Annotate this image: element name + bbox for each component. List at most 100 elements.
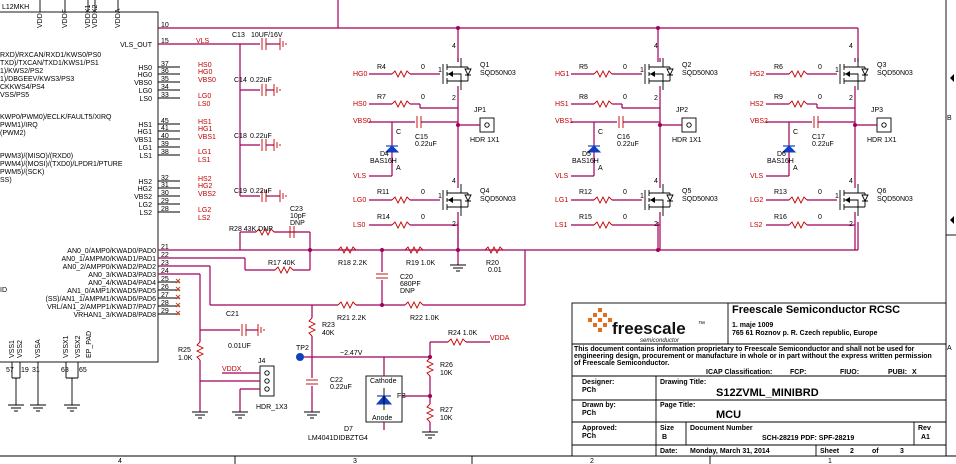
svg-text:R16: R16: [774, 214, 787, 221]
svg-text:FIUO:: FIUO:: [840, 369, 859, 376]
svg-text:R26: R26: [440, 362, 453, 369]
svg-text:Q3: Q3: [877, 62, 886, 69]
svg-text:R11: R11: [377, 189, 389, 196]
pin-name: LS0: [140, 96, 153, 103]
svg-text:BAS16H: BAS16H: [572, 158, 599, 165]
svg-text:PWM4)/(MOSI)/(TXD0)/LPDR1/PTUR: PWM4)/(MOSI)/(TXD0)/LPDR1/PTURE: [0, 161, 123, 168]
svg-text:VSSX1: VSSX1: [63, 335, 70, 358]
pin-name: VLS_OUT: [120, 42, 153, 49]
svg-text:C23: C23: [290, 206, 303, 213]
svg-text:1: 1: [835, 67, 839, 74]
svg-text:Q2: Q2: [682, 62, 691, 69]
svg-text:SQD50N03: SQD50N03: [682, 196, 718, 203]
svg-text:VDDA: VDDA: [490, 335, 510, 342]
svg-text:R20: R20: [486, 260, 499, 267]
pin-number: 32: [161, 175, 169, 182]
svg-text:LS2: LS2: [750, 222, 763, 229]
svg-text:D5: D5: [582, 151, 591, 158]
svg-text:C14: C14: [234, 77, 247, 84]
svg-text:HDR 1X1: HDR 1X1: [867, 137, 897, 144]
svg-text:0: 0: [623, 189, 627, 196]
svg-text:2: 2: [654, 95, 658, 102]
drawing-title: S12ZVML_MINIBRD: [716, 387, 819, 399]
svg-text:4: 4: [452, 178, 456, 185]
svg-text:LG0: LG0: [353, 197, 366, 204]
svg-text:R22 1.0K: R22 1.0K: [410, 315, 440, 322]
svg-text:R8: R8: [579, 94, 588, 101]
pin-number: 26: [161, 284, 169, 291]
svg-text:LG2: LG2: [198, 207, 211, 214]
svg-text:10UF/16V: 10UF/16V: [251, 32, 283, 39]
pin-vdd: VDD: [37, 13, 44, 28]
svg-text:PWM5)/(SCK): PWM5)/(SCK): [0, 169, 44, 176]
svg-text:VBS1: VBS1: [555, 118, 573, 125]
j4-header: J4 HDR_1X3 VDDX: [200, 358, 288, 419]
svg-text:2: 2: [452, 95, 456, 102]
svg-text:765 61 Roznov p. R. Czech repu: 765 61 Roznov p. R. Czech republic, Euro…: [732, 330, 878, 337]
mosfet-q2: [644, 58, 674, 90]
svg-text:65: 65: [79, 367, 87, 374]
svg-text:Cathode: Cathode: [370, 378, 397, 385]
r17: R17 40K: [158, 250, 311, 275]
svg-text:KWP0/PWM0)/ECLK/FAULT5/XIRQ: KWP0/PWM0)/ECLK/FAULT5/XIRQ: [0, 114, 112, 121]
svg-text:PUBI:: PUBI:: [888, 369, 907, 376]
svg-text:C15: C15: [415, 134, 428, 141]
svg-text:R21 2.2K: R21 2.2K: [337, 315, 367, 322]
r23: R23 40K: [307, 305, 335, 357]
svg-text:1)/KWS2/PS2: 1)/KWS2/PS2: [0, 68, 43, 75]
pin-name: HG1: [138, 129, 153, 136]
svg-text:19: 19: [21, 367, 29, 374]
c18: C18 0.22uF: [234, 133, 281, 151]
left-decoupling-caps: C13 10UF/16V C14 0.22uF C18 0.22uF: [232, 32, 287, 202]
svg-text:0: 0: [818, 94, 822, 101]
svg-text:0.22uF: 0.22uF: [250, 77, 272, 84]
svg-text:2: 2: [849, 95, 853, 102]
mosfet-q1: [442, 58, 472, 90]
svg-text:0: 0: [818, 214, 822, 221]
c19: C19 0.22uF: [234, 188, 287, 202]
svg-text:C19: C19: [234, 188, 247, 195]
svg-text:HS2: HS2: [750, 101, 764, 108]
svg-text:2: 2: [850, 448, 854, 455]
d7-reference: Cathode Anode FB D7 LM4041DIDBZTG4: [308, 357, 430, 442]
svg-text:SQD50N03: SQD50N03: [682, 70, 718, 77]
svg-text:VSSX2: VSSX2: [75, 335, 82, 358]
pin-name: HG2: [138, 186, 153, 193]
svg-text:R25: R25: [178, 347, 191, 354]
pin-number: 34: [161, 84, 169, 91]
svg-text:PCh: PCh: [582, 387, 596, 394]
svg-text:semiconductor: semiconductor: [640, 338, 680, 344]
svg-text:R7: R7: [377, 94, 386, 101]
svg-text:Approved:: Approved:: [582, 425, 617, 432]
svg-text:R24 1.0K: R24 1.0K: [448, 330, 478, 337]
svg-text:B: B: [662, 434, 667, 441]
c22: C22 0.22uF: [304, 357, 352, 419]
pin-number: 36: [161, 68, 169, 75]
svg-text:Q1: Q1: [480, 62, 489, 69]
pin-name: AN0_0/AMP0/KWAD0/PAD0: [67, 248, 156, 255]
mosfet-q3: [839, 58, 869, 90]
svg-text:RXD)/RXCAN/RXD1/KWS0/PS0: RXD)/RXCAN/RXD1/KWS0/PS0: [0, 52, 101, 59]
border-col-3: 3: [353, 458, 357, 464]
svg-text:SQD50N03: SQD50N03: [480, 70, 516, 77]
svg-text:VLS: VLS: [555, 173, 569, 180]
svg-text:HDR_1X3: HDR_1X3: [256, 404, 288, 411]
svg-text:R17 40K: R17 40K: [268, 260, 296, 267]
pin-name: AN0_1/AMPM0/KWAD1/PAD1: [61, 256, 156, 263]
svg-text:0: 0: [623, 64, 627, 71]
border-col-2: 2: [590, 458, 594, 464]
svg-text:VBS2: VBS2: [750, 118, 768, 125]
svg-text:PCh: PCh: [582, 410, 596, 417]
svg-text:C20: C20: [400, 274, 413, 281]
c20: C20 680PF DNP: [376, 248, 421, 307]
pin-name: LG0: [139, 88, 152, 95]
